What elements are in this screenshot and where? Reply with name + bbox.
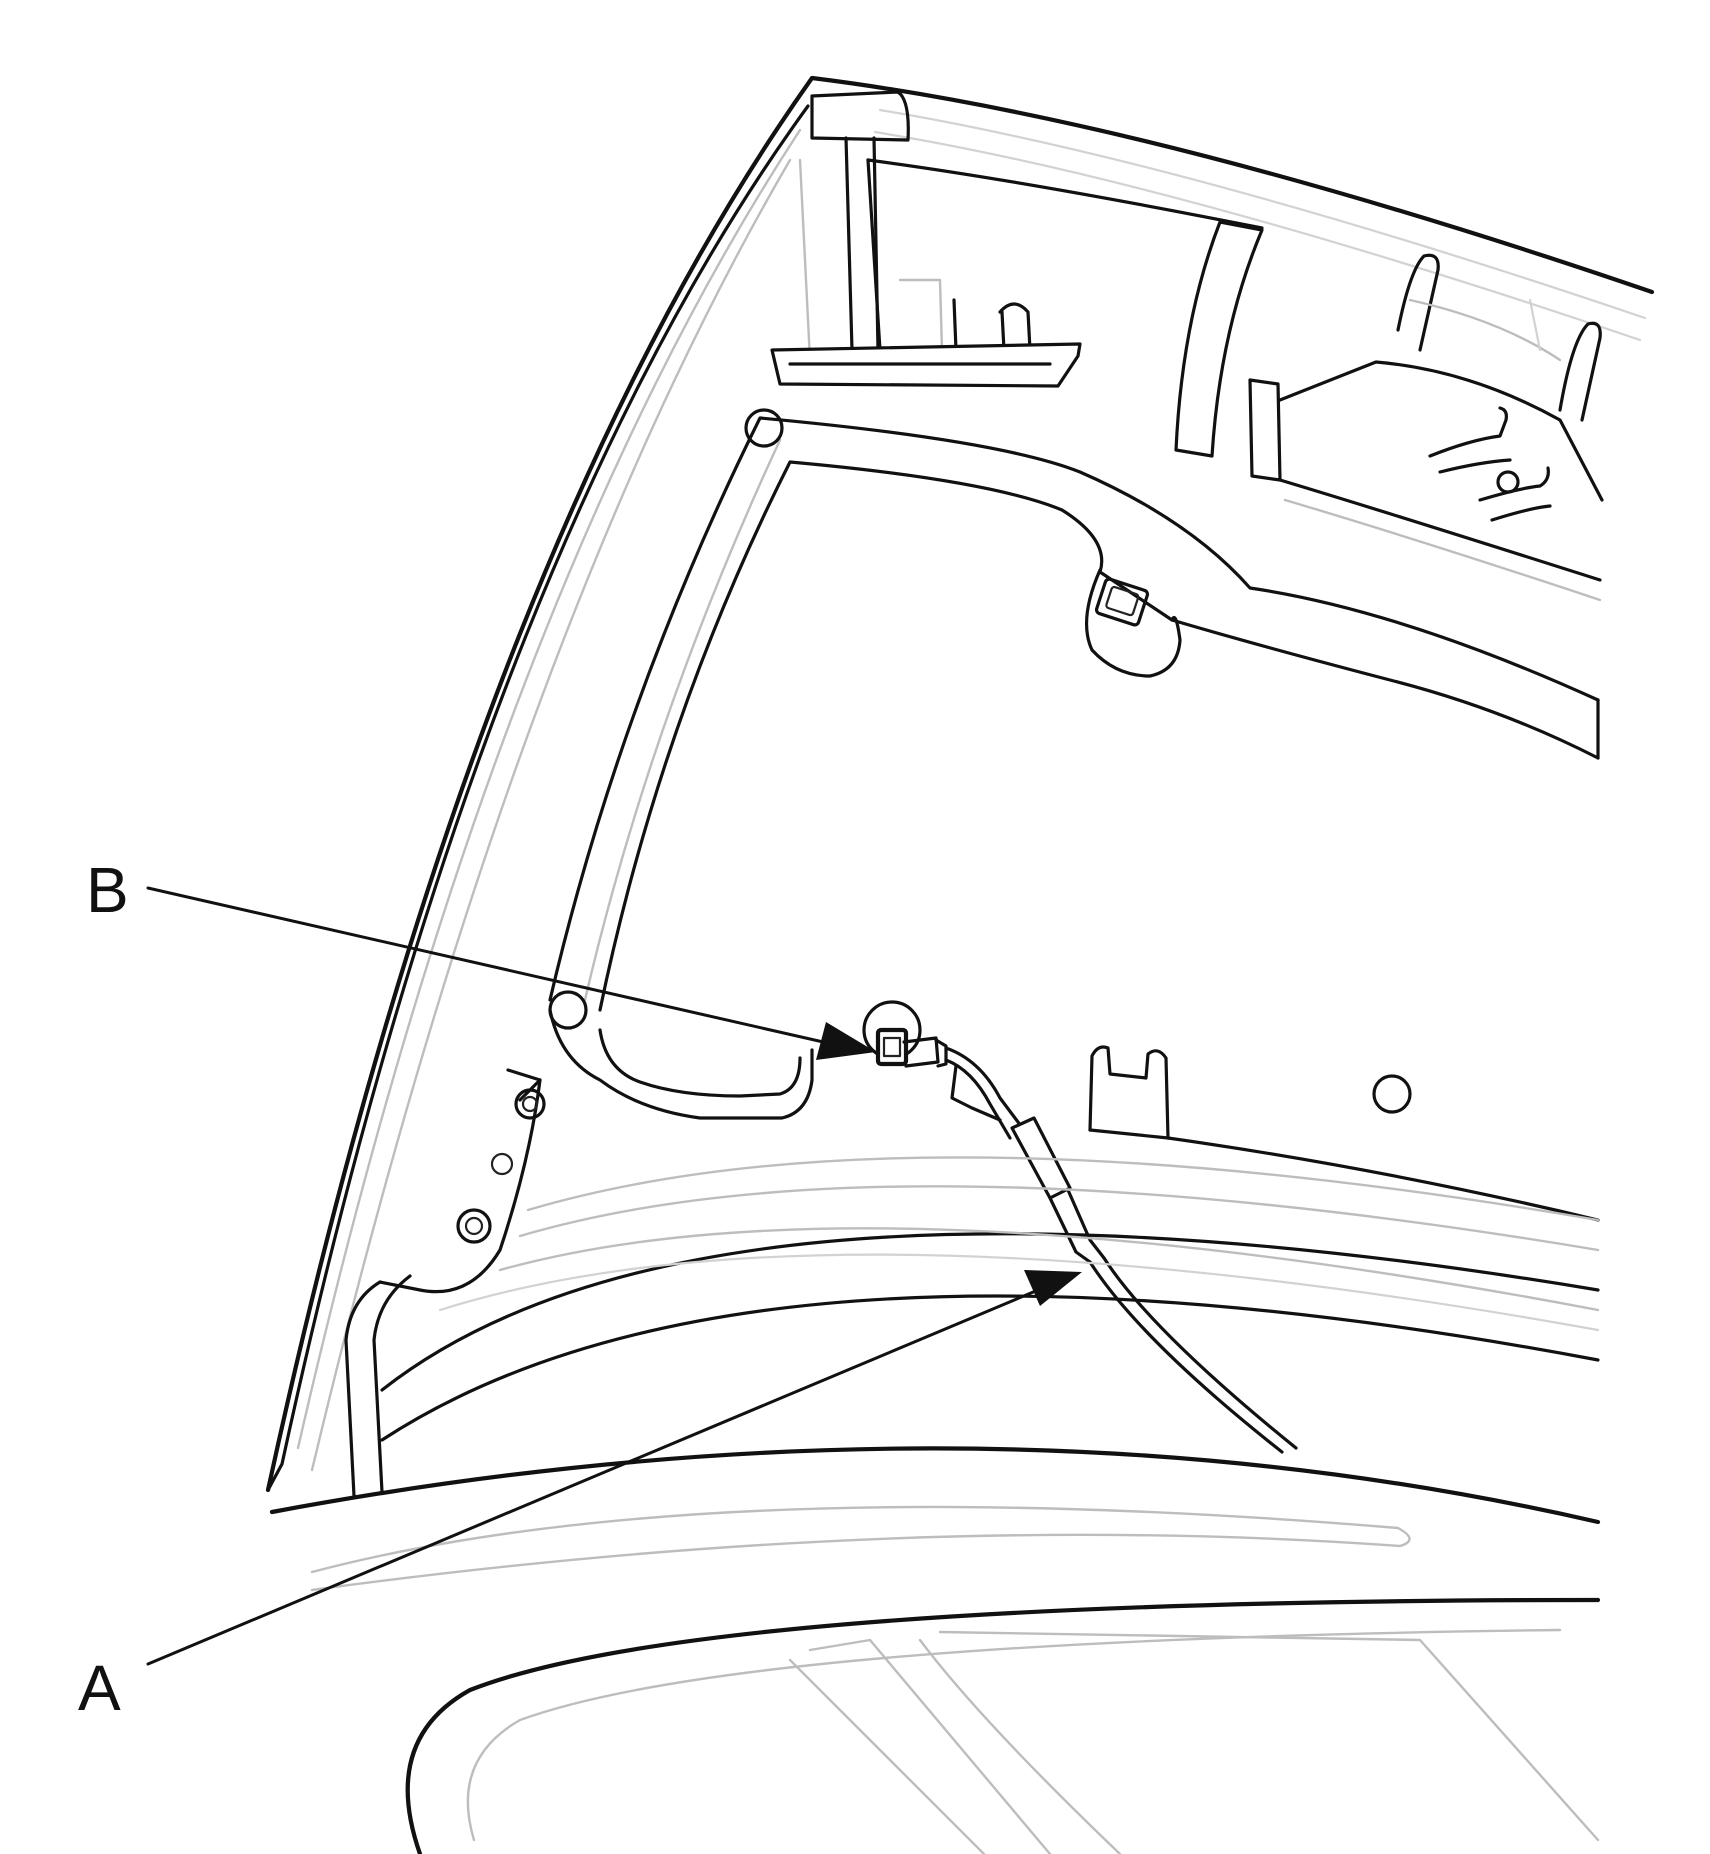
upper-brackets: [770, 90, 1604, 602]
arrowhead-a: [1024, 1270, 1082, 1306]
hood-inner-frame: [548, 416, 1600, 1012]
arrowhead-b: [816, 1022, 876, 1060]
hood-hinge: [344, 1068, 546, 1498]
latch-tab: [1084, 568, 1182, 678]
leader-b: [146, 886, 876, 1060]
left-frame-lower: [548, 408, 814, 1120]
hood-outer-edge: [265, 75, 1655, 1493]
hood-release-cable: [944, 1046, 1298, 1454]
cable-clamp: [862, 1000, 948, 1068]
callout-label-a: A: [78, 1652, 121, 1724]
callout-label-b: B: [86, 854, 129, 926]
leader-a: [146, 1270, 1082, 1666]
vehicle-body: [269, 1446, 1601, 1854]
right-brackets: [1088, 1045, 1600, 1222]
hood-lower-contours: [380, 1156, 1600, 1442]
